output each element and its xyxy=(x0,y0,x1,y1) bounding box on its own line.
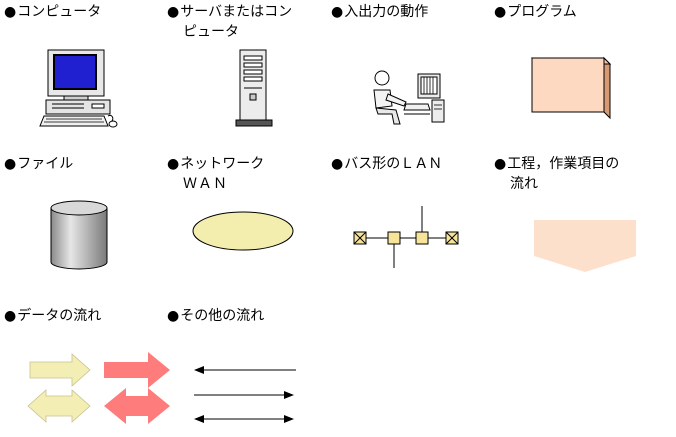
label-data-flow-text: データの流れ xyxy=(17,308,102,324)
label-other-flow-text: その他の流れ xyxy=(180,308,265,324)
label-io: ●入出力の動作 xyxy=(331,4,428,21)
bullet: ● xyxy=(167,156,180,172)
label-bus-lan-text: バス形のＬＡＮ xyxy=(344,156,443,172)
label-network: ●ネットワーク ＷＡＮ xyxy=(167,156,264,193)
bullet: ● xyxy=(331,156,344,172)
data-flow-arrows-icon xyxy=(27,352,170,424)
label-network-text-2: ＷＡＮ xyxy=(183,176,228,192)
label-other-flow: ●その他の流れ xyxy=(167,308,264,325)
label-file: ●ファイル xyxy=(4,156,73,173)
bullet: ● xyxy=(167,308,180,324)
label-data-flow: ●データの流れ xyxy=(4,308,101,325)
bullet: ● xyxy=(494,4,507,20)
label-io-text: 入出力の動作 xyxy=(344,4,429,20)
label-server-text-2: ピュータ xyxy=(183,24,239,40)
program-box-icon xyxy=(530,56,612,120)
tower-server-icon xyxy=(235,49,273,127)
bullet: ● xyxy=(4,308,17,324)
label-computer-text: コンピュータ xyxy=(17,4,102,20)
bullet: ● xyxy=(4,156,17,172)
label-network-text-1: ネットワーク xyxy=(180,156,265,172)
label-process-flow-text-1: 工程，作業項目の xyxy=(507,156,620,172)
person-at-computer-icon xyxy=(373,70,445,125)
other-flow-arrows-icon xyxy=(194,366,296,423)
label-bus-lan: ●バス形のＬＡＮ xyxy=(331,156,442,173)
label-server-text-1: サーバまたはコン xyxy=(180,4,293,20)
label-computer: ●コンピュータ xyxy=(4,4,101,21)
label-program-text: プログラム xyxy=(507,4,577,20)
label-program: ●プログラム xyxy=(494,4,577,21)
bullet: ● xyxy=(167,4,180,20)
file-cylinder-icon xyxy=(50,200,108,270)
bullet: ● xyxy=(331,4,344,20)
bus-lan-icon xyxy=(353,206,459,268)
label-server: ●サーバまたはコン ピュータ xyxy=(167,4,292,41)
bullet: ● xyxy=(494,156,507,172)
label-process-flow-text-2: 流れ xyxy=(510,176,538,192)
wan-ellipse-icon xyxy=(192,211,294,251)
process-flow-pentagon-icon xyxy=(534,220,636,272)
label-file-text: ファイル xyxy=(17,156,74,172)
bullet: ● xyxy=(4,4,17,20)
desktop-computer-icon xyxy=(39,49,118,128)
label-process-flow: ●工程，作業項目の 流れ xyxy=(494,156,619,193)
